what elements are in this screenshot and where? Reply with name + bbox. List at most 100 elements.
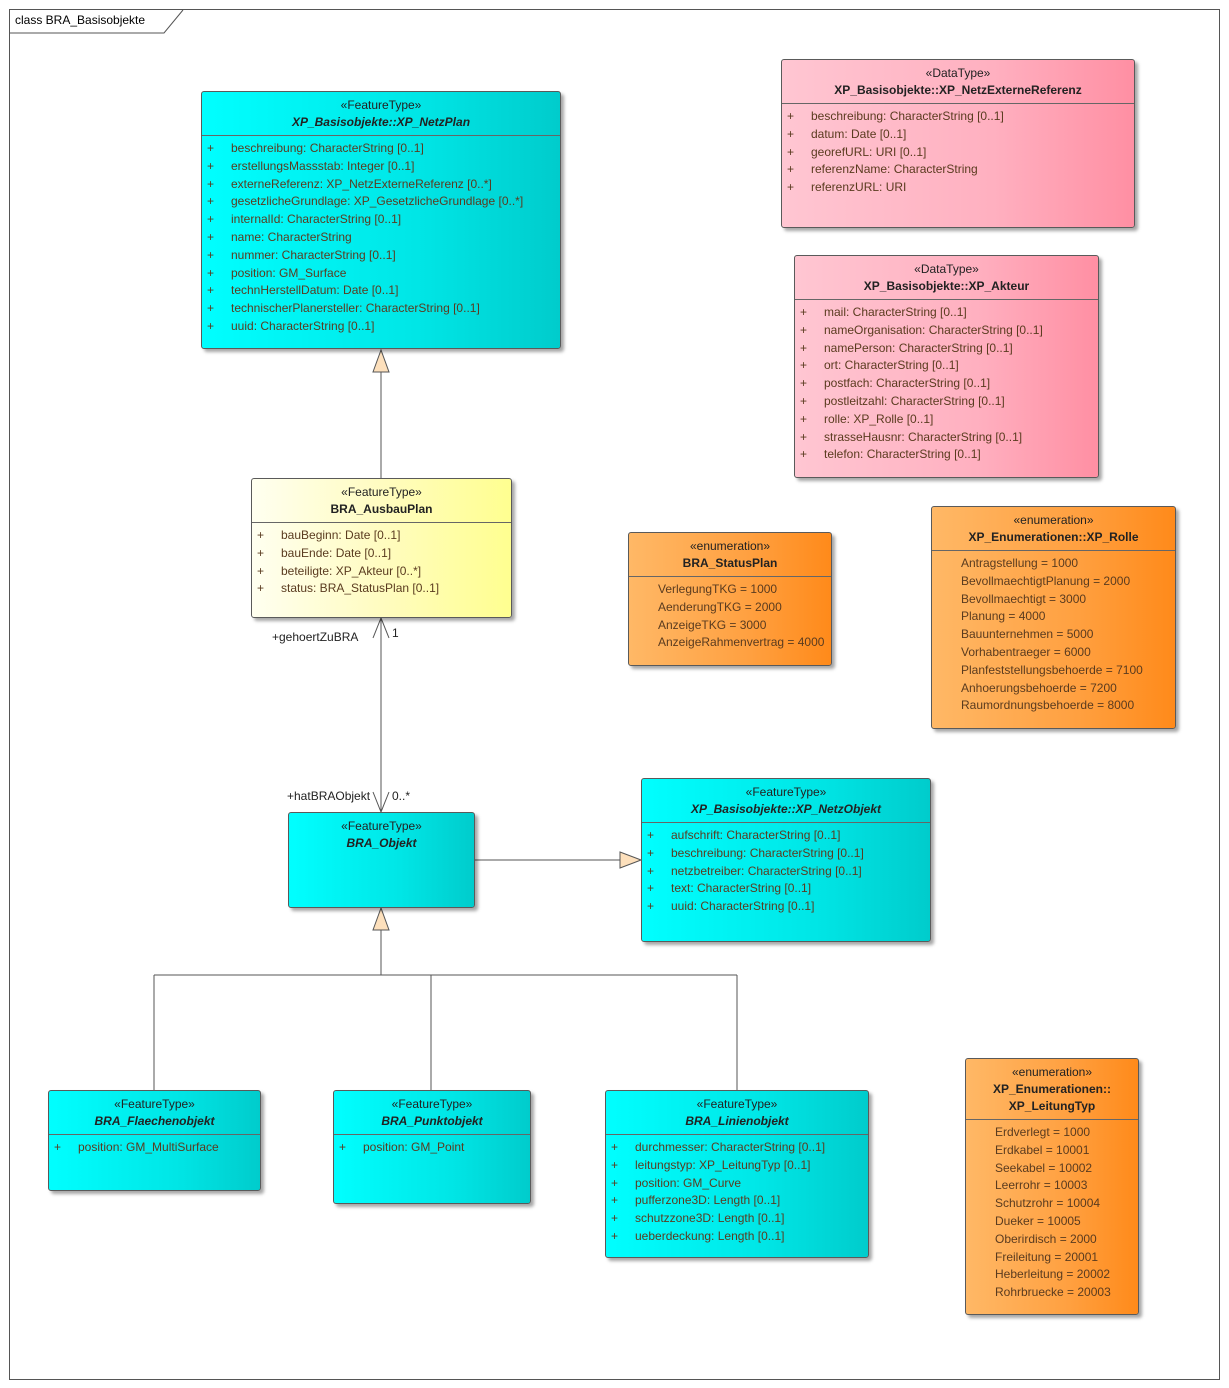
attribute-text: Seekabel = 10002 [995,1160,1093,1175]
frame-tab-shape [9,9,184,34]
visibility-marker: + [800,429,808,444]
attribute-text: nummer: CharacterString [0..1] [231,247,396,262]
attribute-compartment: +mail: CharacterString [0..1]+nameOrgani… [795,300,1098,468]
class-netzplan[interactable]: «FeatureType» XP_Basisobjekte::XP_NetzPl… [201,91,561,349]
attribute-row: +status: BRA_StatusPlan [0..1] [252,580,511,598]
class-name: BRA_AusbauPlan [330,502,433,516]
visibility-marker: + [611,1175,619,1190]
attribute-text: nameOrganisation: CharacterString [0..1] [824,322,1043,337]
attribute-text: Raumordnungsbehoerde = 8000 [961,698,1135,713]
attribute-text: Erdverlegt = 1000 [995,1125,1091,1139]
attribute-row: +namePerson: CharacterString [0..1] [795,340,1098,358]
attribute-row: AenderungTKG = 2000 [629,599,831,617]
attribute-row: Freileitung = 20001 [966,1249,1138,1267]
attribute-text: strasseHausnr: CharacterString [0..1] [824,429,1023,444]
attribute-text: bauEnde: Date [0..1] [281,545,392,560]
visibility-marker: + [800,393,808,408]
visibility-marker: + [800,358,808,373]
attribute-text: durchmesser: CharacterString [0..1] [635,1140,826,1154]
attribute-row: Erdverlegt = 1000 [966,1124,1138,1142]
class-braobjekt[interactable]: «FeatureType» BRA_Objekt [288,812,475,908]
stereotype: «enumeration» [1013,513,1094,527]
class-name: BRA_Objekt [346,836,417,850]
class-name: XP_Basisobjekte::XP_Akteur [863,279,1030,293]
attribute-text: AnzeigeTKG = 3000 [658,617,767,632]
visibility-marker: + [207,318,215,333]
attribute-text: externeReferenz: XP_NetzExterneReferenz … [231,176,492,191]
attribute-row: +pufferzone3D: Length [0..1] [606,1192,868,1210]
attribute-text: Schutzrohr = 10004 [995,1196,1101,1211]
attribute-row: +beschreibung: CharacterString [0..1] [202,140,560,158]
visibility-marker: + [647,845,655,860]
attribute-text: erstellungsMassstab: Integer [0..1] [231,158,415,173]
class-linienobjekt[interactable]: «FeatureType» BRA_Linienobjekt +durchmes… [605,1090,869,1258]
visibility-marker: + [787,126,795,141]
class-netzobjekt[interactable]: «FeatureType» XP_Basisobjekte::XP_NetzOb… [641,778,931,942]
class-netzexternereferenz[interactable]: «DataType» XP_Basisobjekte::XP_NetzExter… [781,59,1135,228]
class-flaechenobjekt[interactable]: «FeatureType» BRA_Flaechenobjekt + positi… [48,1090,261,1191]
attribute-text: Vorhabentraeger = 6000 [961,644,1091,659]
attribute-text: AnzeigeRahmenvertrag = 4000 [658,635,825,650]
attribute-text: schutzzone3D: Length [0..1] [635,1211,785,1226]
attribute-text: gesetzlicheGrundlage: XP_GesetzlicheGrun… [231,194,524,209]
attribute-text: internalId: CharacterString [0..1] [231,212,402,227]
attribute-text: VerlegungTKG = 1000 [658,582,778,596]
visibility-marker: + [54,1140,62,1154]
class-statusplan[interactable]: «enumeration» BRA_StatusPlan VerlegungTK… [628,532,832,666]
class-header: «FeatureType» BRA_AusbauPlan [252,479,511,523]
generalization-arrowhead-netzplan [372,348,390,373]
attribute-text: netzbetreiber: CharacterString [0..1] [671,863,862,878]
visibility-marker: + [207,283,215,298]
visibility-marker: + [207,301,215,316]
attribute-row: Bauunternehmen = 5000 [932,626,1175,644]
visibility-marker: + [207,176,215,191]
attribute-row: +postleitzahl: CharacterString [0..1] [795,393,1098,411]
visibility-marker: + [800,340,808,355]
visibility-marker: + [647,881,655,896]
class-header: «DataType» XP_Basisobjekte::XP_Akteur [795,256,1098,300]
attribute-text: name: CharacterString [231,229,352,244]
class-rolle[interactable]: «enumeration» XP_Enumerationen::XP_Rolle… [931,506,1176,729]
attribute-row: Bevollmaechtigt = 3000 [932,591,1175,609]
class-name: XP_Enumerationen:: XP_LeitungTyp [992,1082,1112,1113]
stereotype: «enumeration» [689,539,771,553]
attribute-text: Erdkabel = 10001 [995,1142,1090,1157]
association-arrow-top [372,616,390,639]
class-leitungtyp[interactable]: «enumeration» XP_Enumerationen:: XP_Leit… [965,1058,1139,1315]
attribute-row: Antragstellung = 1000 [932,555,1175,573]
attribute-text: position: GM_MultiSurface [78,1140,219,1154]
attribute-row: AnzeigeRahmenvertrag = 4000 [629,634,831,652]
visibility-marker: + [611,1140,619,1154]
attribute-compartment: + position: GM_MultiSurface [49,1135,260,1161]
attribute-row: +referenzURL: URI [782,179,1134,197]
visibility-marker: + [339,1140,347,1154]
attribute-row: +bauEnde: Date [0..1] [252,545,511,563]
class-header: «FeatureType» BRA_Flaechenobjekt [49,1091,260,1135]
attribute-text: technHerstellDatum: Date [0..1] [231,283,399,298]
visibility-marker: + [800,376,808,391]
attribute-row: +name: CharacterString [202,229,560,247]
attribute-row: +aufschrift: CharacterString [0..1] [642,827,930,845]
attribute-row: Erdkabel = 10001 [966,1142,1138,1160]
class-punktobjekt[interactable]: «FeatureType» BRA_Punktobjekt +position:… [333,1090,531,1204]
attribute-row: +gesetzlicheGrundlage: XP_GesetzlicheGru… [202,193,560,211]
stereotype: «FeatureType» [696,1097,778,1111]
attribute-text: ueberdeckung: Length [0..1] [635,1228,785,1243]
attribute-row: +ueberdeckung: Length [0..1] [606,1228,868,1246]
attribute-text: technischerPlanersteller: CharacterStrin… [231,301,480,316]
attribute-text: pufferzone3D: Length [0..1] [635,1193,781,1208]
visibility-marker: + [787,109,795,123]
visibility-marker: + [787,162,795,177]
visibility-marker: + [647,863,655,878]
generalization-arrowhead-netzobjekt [619,851,643,869]
class-name: XP_Enumerationen::XP_Rolle [968,530,1139,544]
attribute-row: +datum: Date [0..1] [782,126,1134,144]
class-name: BRA_Punktobjekt [381,1114,483,1128]
attribute-text: beschreibung: CharacterString [0..1] [671,845,864,860]
association-mult-target: 0..* [392,789,411,803]
attribute-row: Raumordnungsbehoerde = 8000 [932,697,1175,715]
class-akteur[interactable]: «DataType» XP_Basisobjekte::XP_Akteur +m… [794,255,1099,478]
attribute-text: beteiligte: XP_Akteur [0..*] [281,563,422,578]
class-ausbauplan[interactable]: «FeatureType» BRA_AusbauPlan +bauBeginn:… [251,478,512,618]
